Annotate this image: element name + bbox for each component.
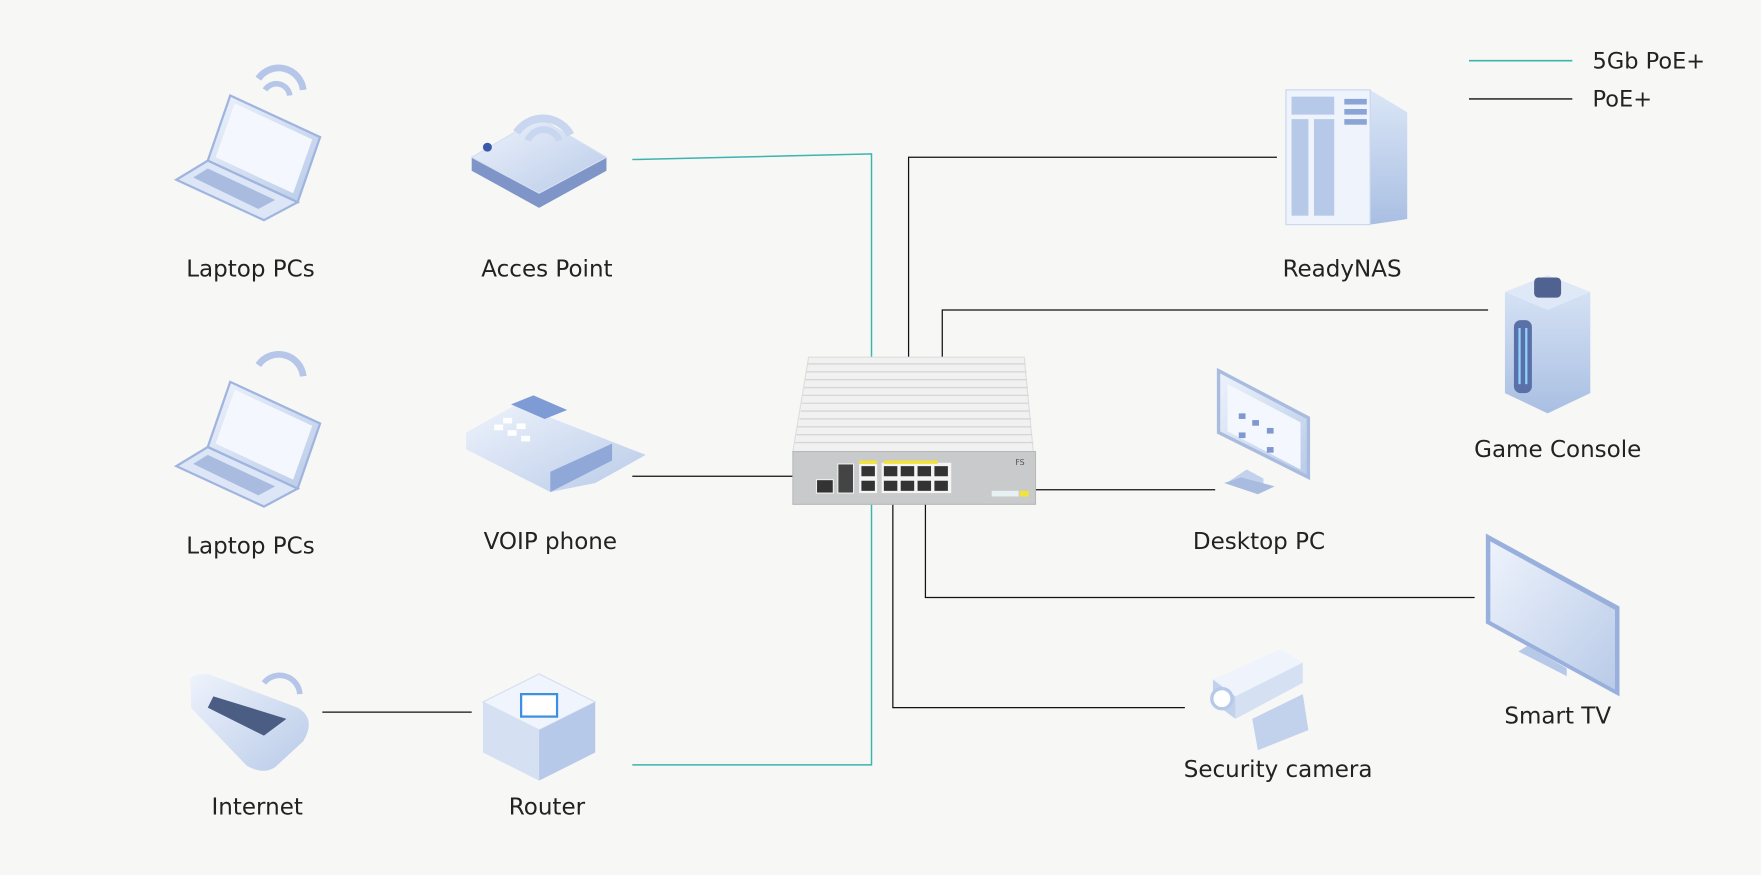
router-icon xyxy=(481,673,597,781)
smart-tv-icon xyxy=(1485,533,1620,697)
voip-phone-icon xyxy=(466,395,646,492)
switch-brand-logo: FS xyxy=(1015,458,1024,467)
label-game-console: Game Console xyxy=(1474,437,1641,463)
legend-label-5gb: 5Gb PoE+ xyxy=(1593,49,1706,75)
label-security-camera: Security camera xyxy=(1184,757,1373,783)
label-smart-tv: Smart TV xyxy=(1504,703,1611,729)
label-desktop-pc: Desktop PC xyxy=(1193,529,1325,555)
access-point-icon xyxy=(470,114,608,208)
internet-modem-icon xyxy=(189,672,309,771)
label-laptop-pcs-2: Laptop PCs xyxy=(186,534,315,560)
legend: 5Gb PoE+ PoE+ xyxy=(1468,49,1706,113)
desktop-pc-icon xyxy=(1216,367,1311,495)
link-security-camera xyxy=(892,494,1185,709)
readynas-icon xyxy=(1285,89,1408,226)
label-router: Router xyxy=(509,794,586,820)
label-internet: Internet xyxy=(211,794,302,820)
label-access-point: Acces Point xyxy=(481,256,612,282)
laptop-icon xyxy=(173,350,322,508)
legend-label-poe: PoE+ xyxy=(1593,87,1652,113)
poe-switch: FS xyxy=(792,356,1037,505)
label-laptop-pcs-1: Laptop PCs xyxy=(186,256,315,282)
security-camera-icon xyxy=(1210,649,1309,751)
link-smart-tv xyxy=(924,494,1475,599)
laptop-icon xyxy=(173,64,322,222)
label-voip-phone: VOIP phone xyxy=(484,529,617,555)
game-console-icon xyxy=(1504,275,1591,414)
label-readynas: ReadyNAS xyxy=(1283,256,1402,282)
